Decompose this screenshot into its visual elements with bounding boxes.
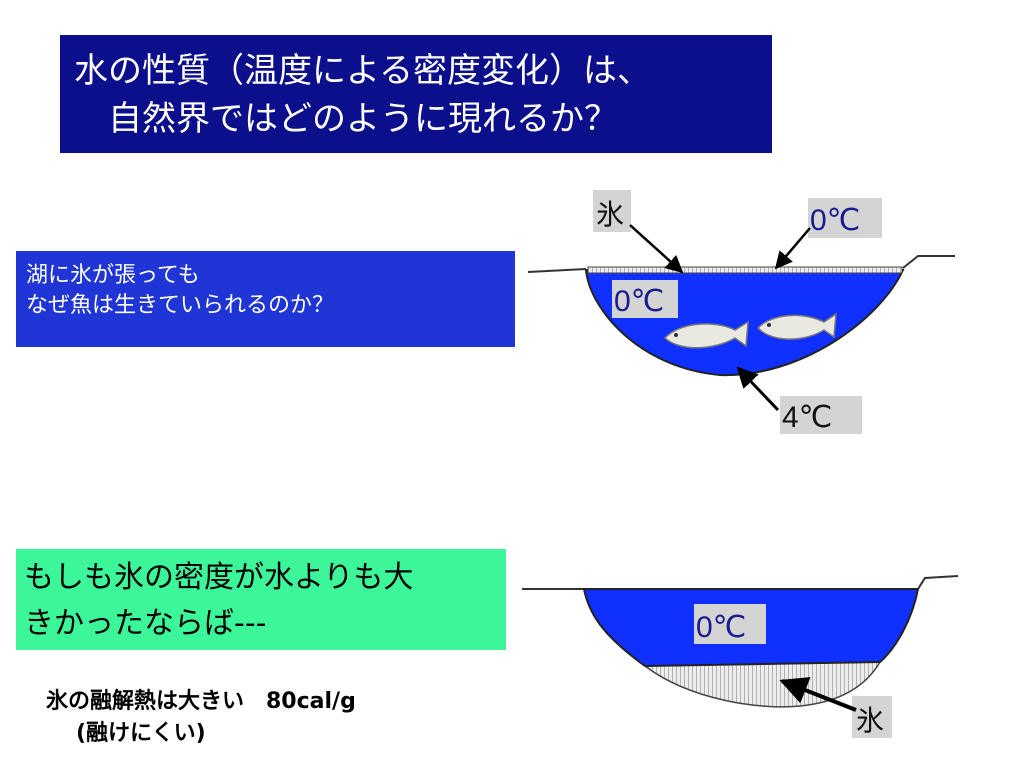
bottom-temp-label-bg	[780, 396, 862, 434]
surface-temp-arrow	[774, 227, 811, 270]
hypothesis-line-1: もしも氷の密度が水よりも大	[24, 560, 414, 595]
fish-icon	[756, 312, 837, 340]
ground-line-top	[527, 255, 955, 273]
note-line-2: (融けにくい)	[76, 721, 206, 746]
note-line-1: 氷の融解熱は大きい 80cal/g	[46, 689, 356, 714]
ground-line-bottom	[522, 575, 959, 590]
hypothesis-line-2: きかったならば---	[24, 606, 267, 641]
title-line-2: 自然界ではどのように現れるか？	[108, 99, 618, 139]
surface-temp-label-bg	[808, 198, 882, 238]
question-line-1: 湖に氷が張っても	[26, 263, 200, 288]
question-line-2: なぜ魚は生きていられるのか？	[26, 293, 335, 318]
bottom-ice-layer	[642, 661, 882, 708]
fish-icon	[663, 320, 749, 349]
lake-diagram-bottom: 0℃ 氷	[522, 575, 959, 738]
ice-label-top: 氷	[596, 198, 624, 231]
question-box: 湖に氷が張っても なぜ魚は生きていられるのか？	[16, 251, 515, 347]
lake-diagram-top: 氷 0℃ 0℃ 4℃	[527, 190, 955, 434]
ice-label-bg-top	[593, 190, 631, 232]
hypothesis-box: もしも氷の密度が水よりも大 きかったならば---	[16, 549, 506, 650]
bottom-temp-arrow	[736, 366, 780, 412]
ice-label-bg-bottom	[852, 696, 892, 738]
water-temp-label-bg-top	[612, 280, 678, 318]
water-temp-label-top: 0℃	[614, 285, 664, 318]
bottom-temp-label: 4℃	[782, 401, 832, 434]
surface-temp-label: 0℃	[810, 204, 860, 237]
title-banner: 水の性質（温度による密度変化）は、 自然界ではどのように現れるか？	[60, 35, 772, 153]
surface-ice-layer	[587, 266, 903, 274]
ice-arrow-bottom	[779, 677, 857, 712]
ice-arrow-top	[629, 224, 684, 274]
melting-heat-note: 氷の融解熱は大きい 80cal/g (融けにくい)	[46, 686, 356, 750]
water-temp-label-bottom: 0℃	[696, 611, 746, 644]
water-temp-label-bg-bottom	[694, 604, 766, 644]
ice-label-bottom: 氷	[856, 704, 884, 737]
title-line-1: 水の性質（温度による密度変化）は、	[74, 51, 651, 91]
